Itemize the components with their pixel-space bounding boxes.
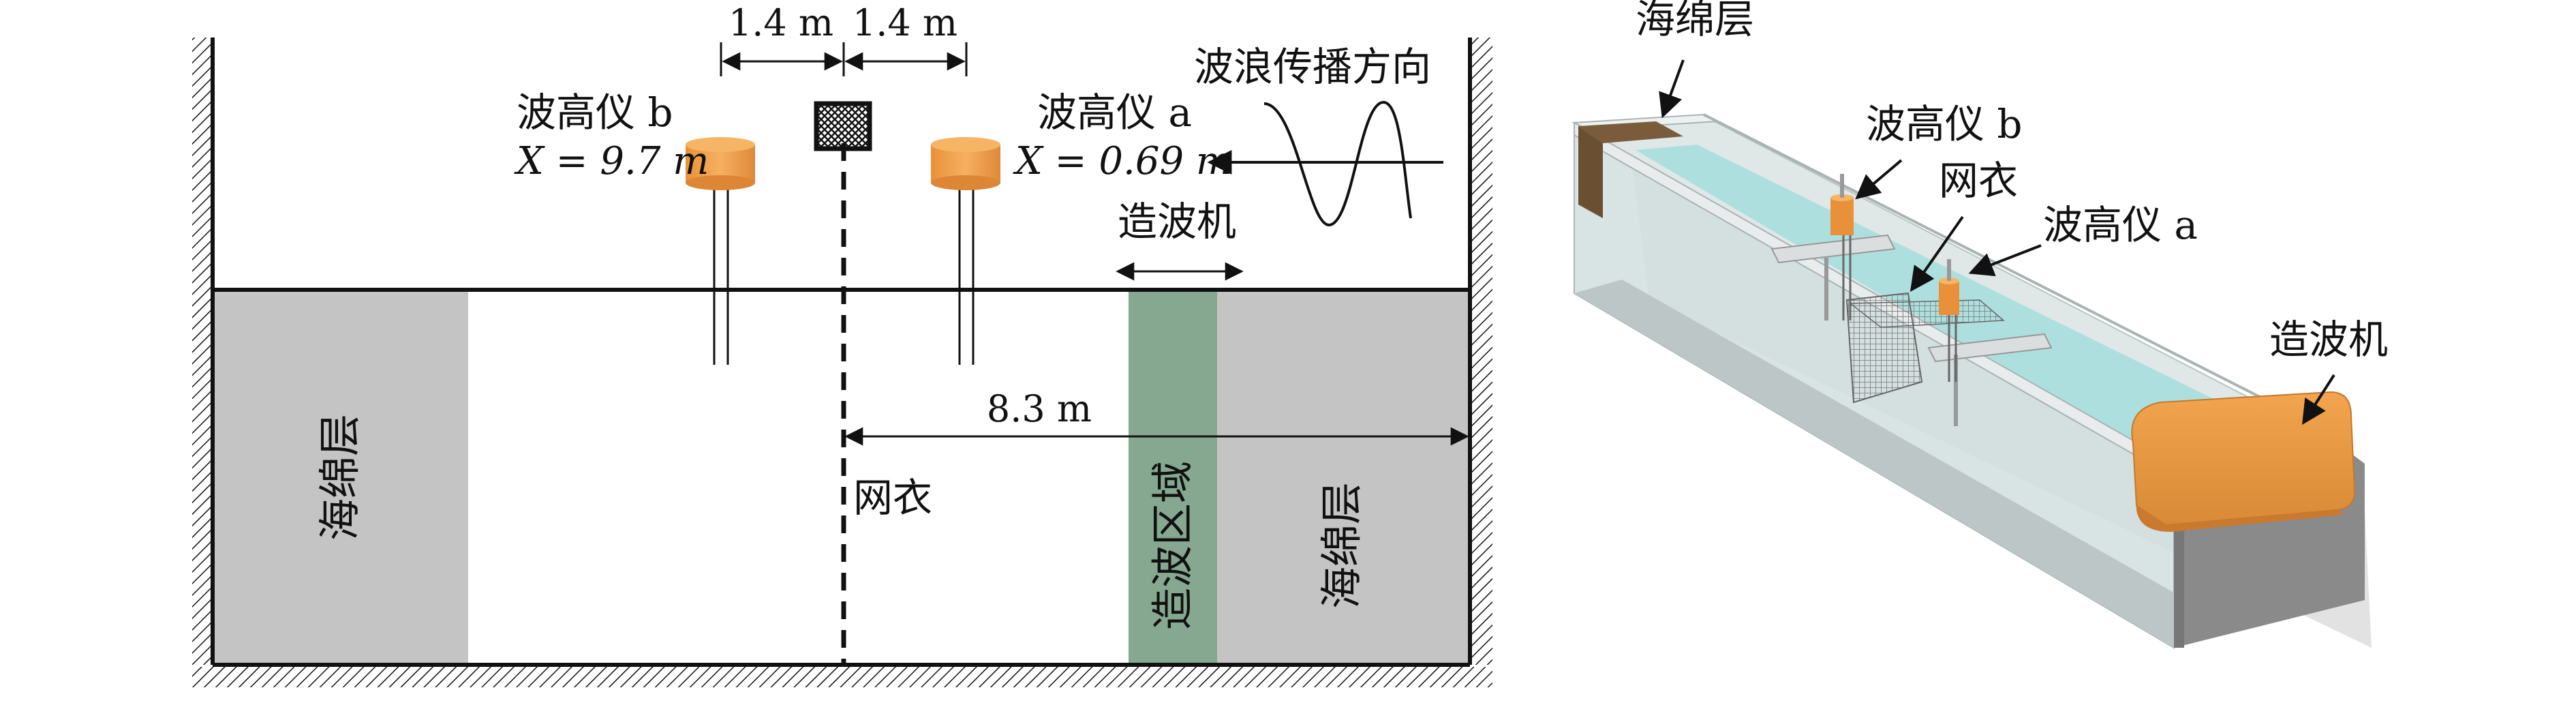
tank-walls <box>192 38 1492 687</box>
flume-gauge-a-leader <box>1968 244 2042 277</box>
wavemaker-label: 造波机 <box>1118 198 1236 245</box>
spacing-right-label: 1.4 m <box>853 1 957 44</box>
spacing-dimension <box>720 42 968 76</box>
flume-wavemaker <box>2131 391 2365 648</box>
wave-direction-label: 波浪传播方向 <box>1194 44 1431 90</box>
flume-net-leader <box>1910 215 1964 292</box>
flume-carriage-b <box>1770 234 1896 264</box>
wave-zone-label: 造波区域 <box>1148 461 1197 630</box>
flume-wavemaker-leader <box>2302 374 2335 425</box>
flume-gauge-b-leader <box>1855 159 1903 200</box>
flume-gauge-b <box>1830 174 1854 320</box>
sponge-right-label: 海绵层 <box>1317 482 1366 609</box>
flume-sponge-label: 海绵层 <box>1636 0 1754 42</box>
flume-sponge-block <box>1578 121 1683 143</box>
flume-net-surface <box>1848 299 2005 328</box>
right-diagram: 海绵层 波高仪 b 网衣 波高仪 a 造波机 <box>1571 0 2388 649</box>
left-diagram: 1.4 m 1.4 m 波高仪 b X = 9.7 m 波高仪 a X = 0.… <box>192 1 1492 687</box>
net-label: 网衣 <box>853 475 932 521</box>
flume-wavemaker-label: 造波机 <box>2269 316 2388 363</box>
flume-bottom <box>1574 280 2235 648</box>
spacing-left-label: 1.4 m <box>729 1 833 44</box>
gauge-b-position: X = 9.7 m <box>514 139 709 183</box>
gauge-b-label: 波高仪 b <box>517 89 673 136</box>
gauge-b-symbol <box>686 137 755 365</box>
net-symbol <box>814 101 872 151</box>
sponge-left-region <box>215 292 468 663</box>
gauge-a-symbol <box>931 137 1000 365</box>
flume-gauge-a <box>1939 259 1959 382</box>
flume-gauge-a-label: 波高仪 a <box>2043 202 2198 248</box>
gauge-a-position: X = 0.69 m <box>1013 139 1232 183</box>
flume-sponge-leader <box>1659 59 1685 119</box>
flume-gauge-b-label: 波高仪 b <box>1866 101 2023 147</box>
gauge-a-label: 波高仪 a <box>1037 89 1192 136</box>
sponge-right-region <box>1217 292 1468 663</box>
flume-carriage-a <box>1927 333 2053 363</box>
wave-sine-icon <box>1263 100 1412 227</box>
wave-zone-region <box>1129 292 1217 663</box>
flume-net-label: 网衣 <box>1939 158 2018 204</box>
distance-label: 8.3 m <box>987 387 1092 430</box>
sponge-left-label: 海绵层 <box>315 414 365 541</box>
flume-sponge-front <box>1578 126 1603 218</box>
